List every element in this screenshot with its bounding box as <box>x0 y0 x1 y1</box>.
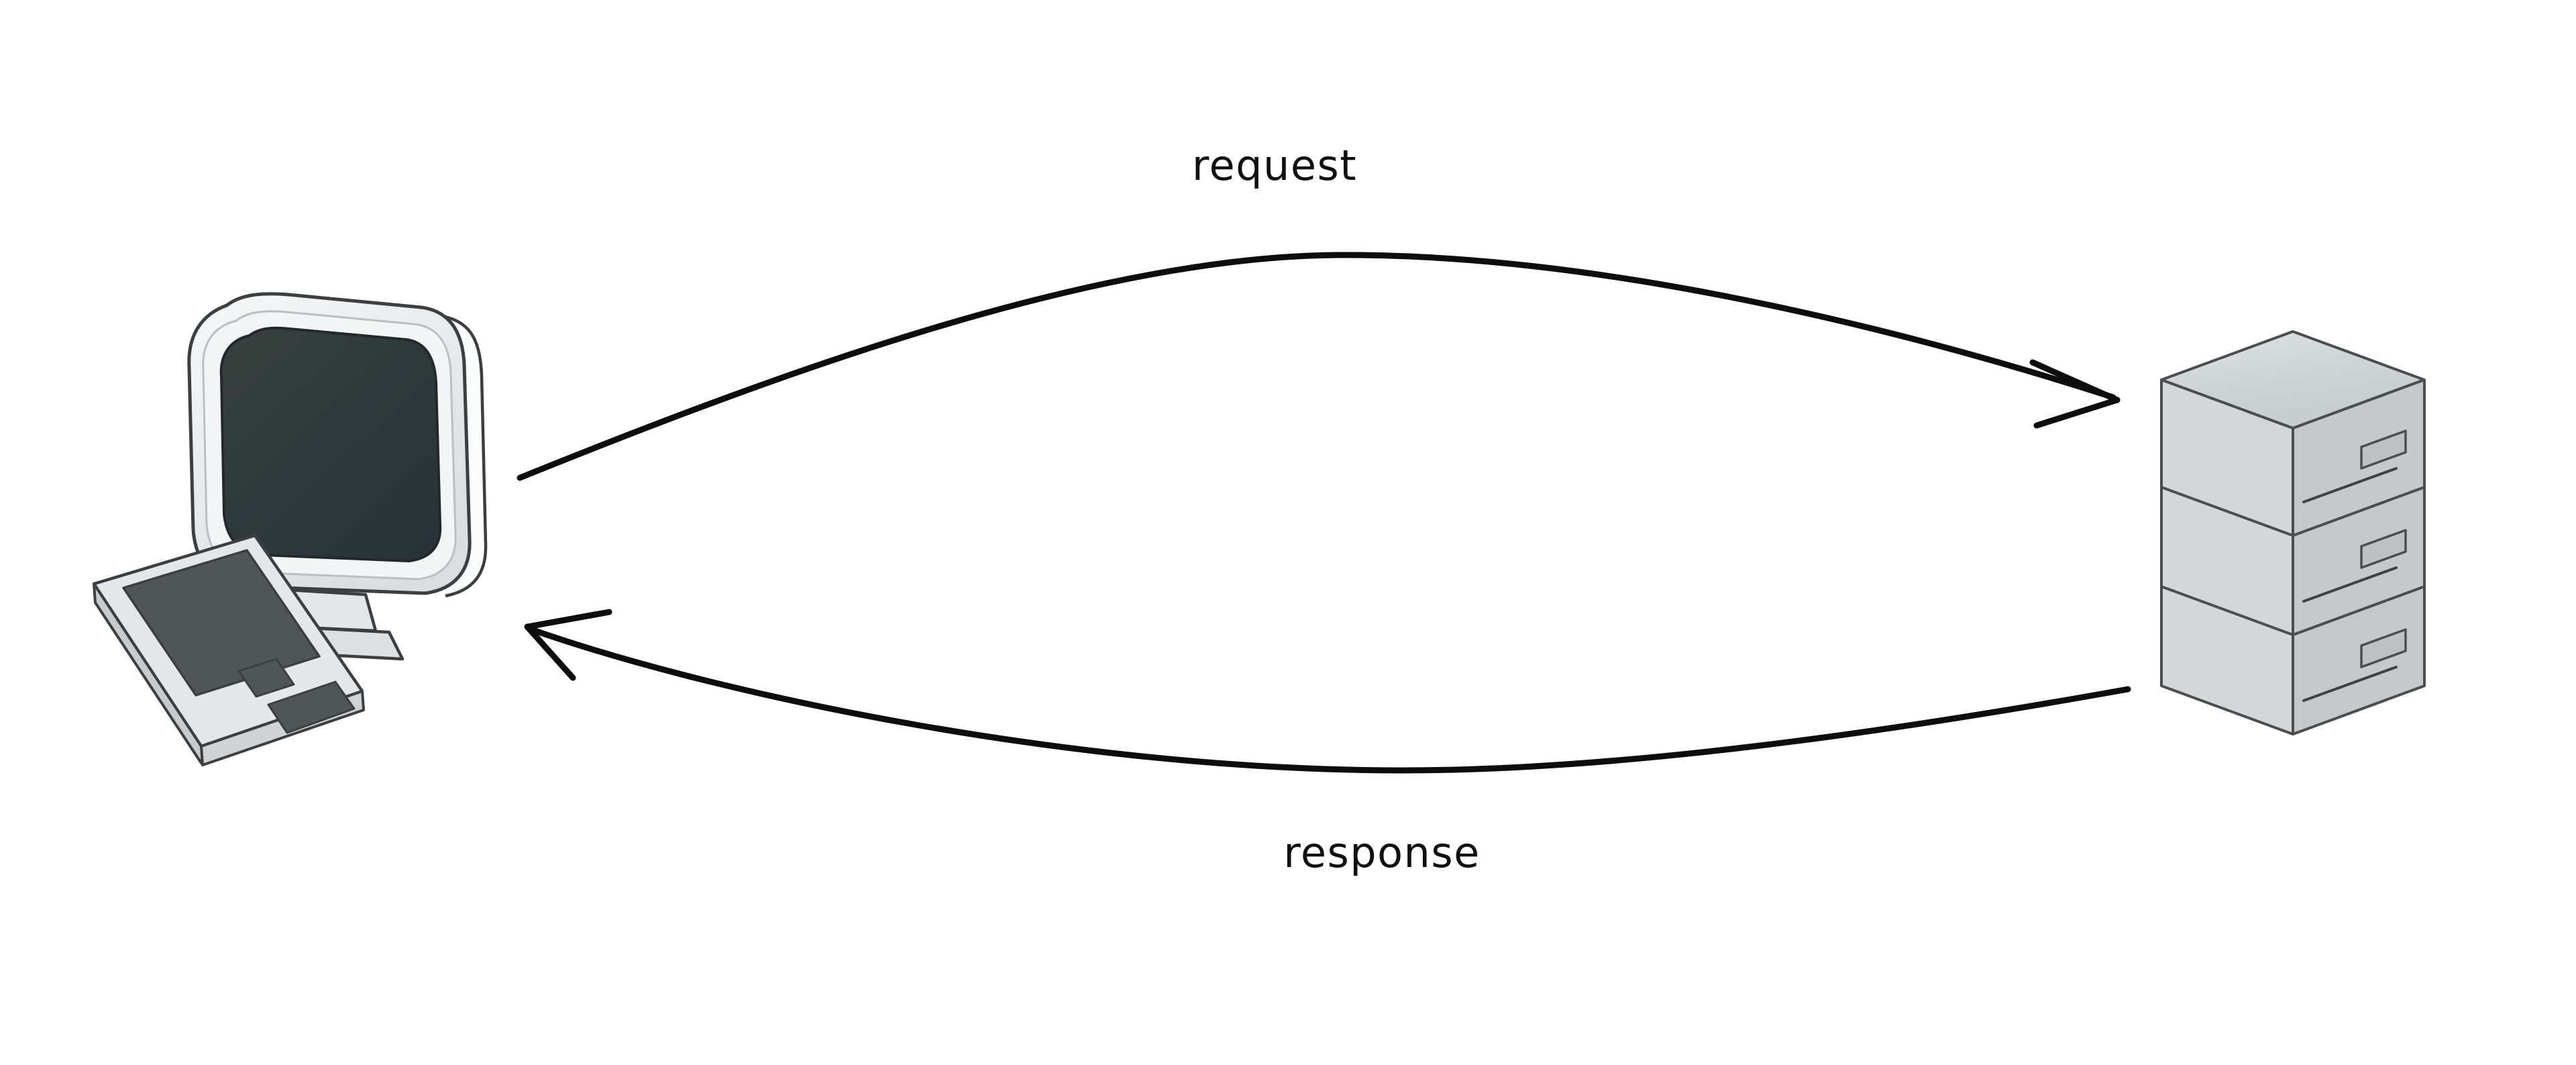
server-unit-vent-line <box>2302 467 2398 503</box>
request-arrowhead-barb-upper <box>2029 359 2121 403</box>
response-arrowhead-barb-upper <box>524 609 612 630</box>
server-unit-top <box>2160 330 2426 537</box>
desktop-computer-icon <box>92 292 488 766</box>
request-arrow-curve <box>517 252 2116 481</box>
server-unit-vent-line <box>2302 666 2398 702</box>
server-unit-right-face <box>2292 378 2426 537</box>
server-unit-drive-slot <box>2360 429 2407 470</box>
response-label: response <box>1283 828 1481 877</box>
keyboard-small-key <box>237 658 295 698</box>
response-arrow <box>524 609 2131 774</box>
keyboard-key-block <box>122 549 321 697</box>
request-label: request <box>1192 141 1357 190</box>
server-unit-drive-slot <box>2360 628 2407 668</box>
response-arrowhead-barb-lower <box>524 623 576 681</box>
server-stack-icon <box>2160 330 2426 736</box>
server-unit-vent-line <box>2302 566 2398 603</box>
request-arrowhead-barb-lower <box>2033 397 2121 429</box>
response-arrow-curve <box>528 626 2131 774</box>
monitor-screen <box>219 326 442 562</box>
server-unit-drive-slot <box>2360 529 2407 569</box>
request-arrow <box>517 252 2121 481</box>
keyboard-numpad-block <box>267 680 356 734</box>
